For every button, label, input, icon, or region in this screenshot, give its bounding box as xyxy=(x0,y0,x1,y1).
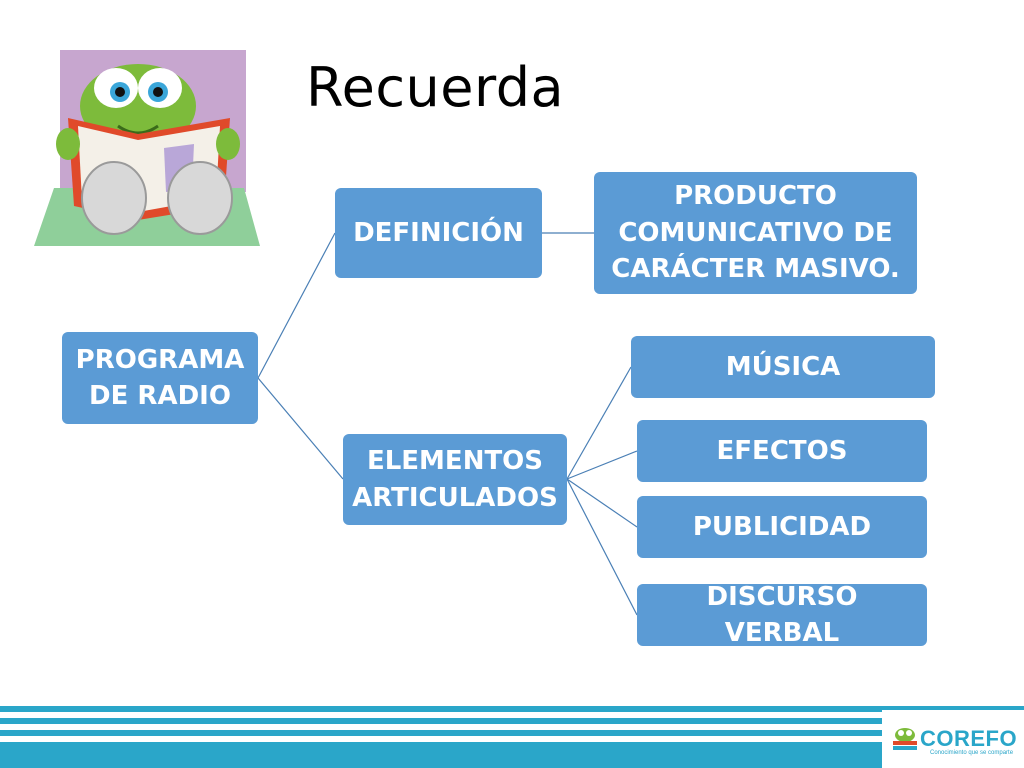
logo-tagline: Conocimiento que se comparte xyxy=(930,750,1014,756)
connector-elementos-publicidad xyxy=(566,478,638,528)
slide-title: Recuerda xyxy=(306,56,565,119)
corefo-mascot-icon xyxy=(893,728,917,750)
node-programa-de-radio: PROGRAMA DE RADIO xyxy=(62,332,258,424)
logo-text: COREFO xyxy=(920,726,1018,751)
connector-root-elementos xyxy=(257,377,344,480)
node-definicion: DEFINICIÓN xyxy=(335,188,542,278)
node-publicidad: PUBLICIDAD xyxy=(637,496,927,558)
node-discurso-verbal: DISCURSO VERBAL xyxy=(637,582,927,648)
corefo-logo: COREFO Conocimiento que se comparte xyxy=(882,710,1024,768)
connector-elementos-efectos xyxy=(566,450,638,480)
frog-reading-illustration xyxy=(34,50,260,246)
node-musica: MÚSICA xyxy=(631,336,935,398)
connector-root-definicion xyxy=(257,232,336,379)
node-efectos: EFECTOS xyxy=(637,420,927,482)
footer-stripes xyxy=(0,706,1024,768)
connector-elementos-musica xyxy=(566,366,632,480)
node-elementos-articulados: ELEMENTOS ARTICULADOS xyxy=(343,434,567,525)
connector-elementos-discurso xyxy=(566,478,638,616)
node-producto-comunicativo: PRODUCTO COMUNICATIVO DE CARÁCTER MASIVO… xyxy=(594,172,917,294)
